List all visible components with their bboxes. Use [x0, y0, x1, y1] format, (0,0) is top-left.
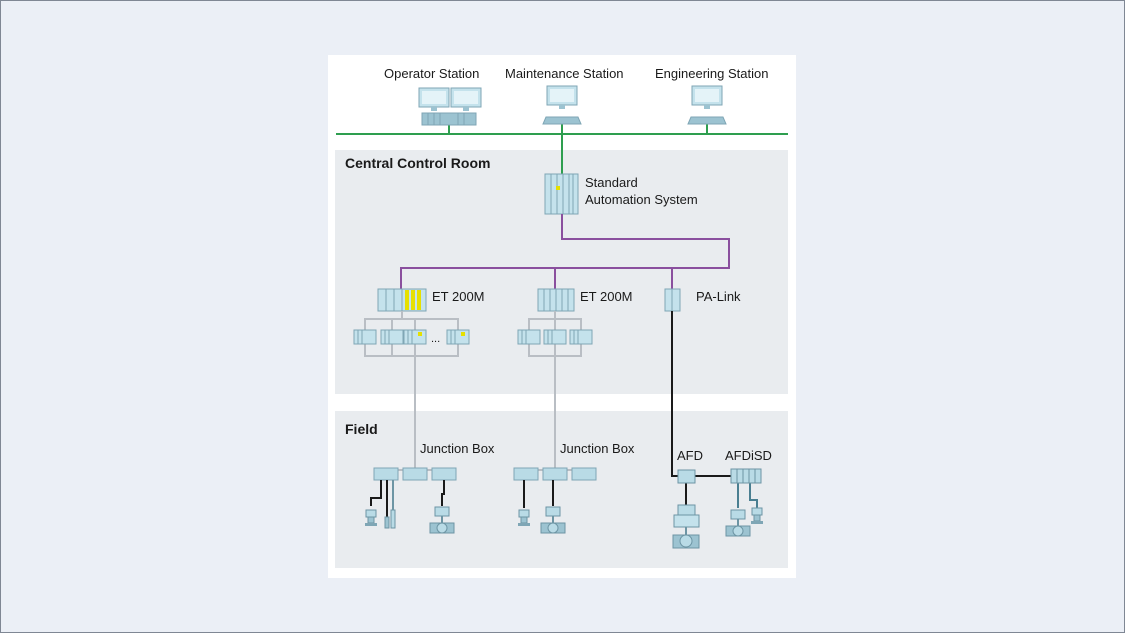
- maintenance-station-icon: [542, 85, 582, 125]
- field-title: Field: [345, 421, 378, 437]
- junction-box-left: [373, 467, 457, 481]
- afdisd-label: AFDiSD: [725, 448, 772, 463]
- io-ellipsis: ...: [431, 333, 441, 345]
- pa-link-label: PA-Link: [696, 289, 741, 304]
- central-control-room-title: Central Control Room: [345, 155, 491, 171]
- automation-system-label-line2: Automation System: [585, 192, 698, 207]
- afd-icon: [677, 469, 696, 484]
- field-instruments-left: [364, 506, 455, 534]
- field-zone: [335, 411, 788, 568]
- afdisd-icon: [730, 468, 762, 484]
- io-modules-mid: [517, 329, 593, 345]
- automation-system-label-line1: Standard: [585, 175, 638, 190]
- et200m-mid-label: ET 200M: [580, 289, 633, 304]
- pa-link-icon: [664, 288, 681, 312]
- junction-box-mid-label: Junction Box: [560, 441, 635, 456]
- et200m-rack-mid: [537, 288, 575, 312]
- io-modules-left: [353, 329, 470, 345]
- et200m-left-label: ET 200M: [432, 289, 485, 304]
- operator-station-icon: [418, 87, 482, 126]
- field-instruments-afd: [672, 504, 700, 549]
- engineering-station-label: Engineering Station: [655, 66, 769, 81]
- profibus-dp: [400, 214, 730, 290]
- operator-station-label: Operator Station: [384, 66, 480, 81]
- junction-box-left-label: Junction Box: [420, 441, 495, 456]
- engineering-station-icon: [687, 85, 727, 125]
- maintenance-station-label: Maintenance Station: [505, 66, 624, 81]
- et200m-rack-left: [377, 288, 427, 312]
- field-instruments-mid: [517, 506, 566, 534]
- junction-box-mid: [513, 467, 597, 481]
- field-wiring: [370, 480, 758, 518]
- automation-system-icon: [544, 173, 579, 215]
- field-instruments-afdisd: [725, 507, 764, 537]
- afd-label: AFD: [677, 448, 703, 463]
